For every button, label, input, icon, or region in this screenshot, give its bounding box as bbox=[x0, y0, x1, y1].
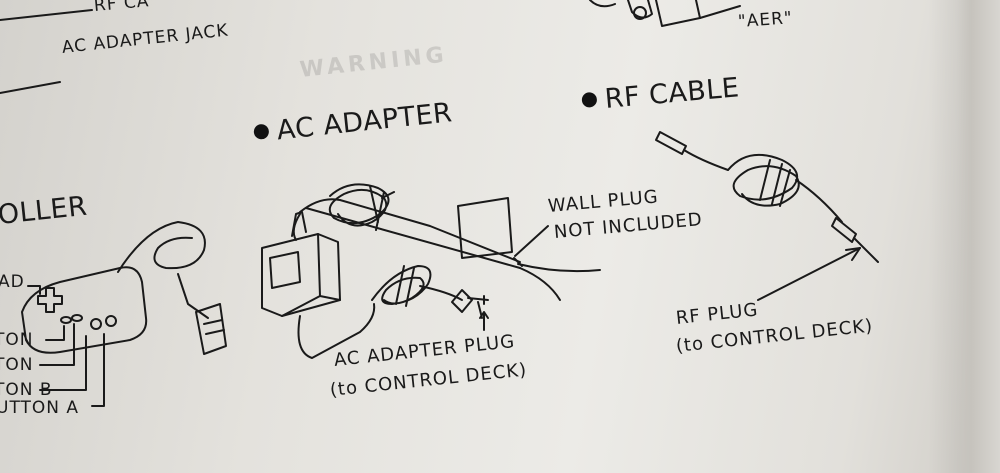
bullet-icon bbox=[253, 123, 270, 140]
controller-part-label: AD bbox=[0, 272, 25, 292]
ac-adapter-drawing bbox=[261, 183, 601, 359]
controller-part-label: UTTON A bbox=[0, 398, 80, 418]
controller-drawing bbox=[21, 221, 227, 407]
controller-part-label: TON B bbox=[0, 380, 53, 400]
controller-part-label: TON bbox=[0, 330, 34, 350]
aer-box-drawing bbox=[589, 0, 741, 27]
rf-cable-drawing bbox=[479, 131, 879, 331]
ac-adapter-jack-leader-line bbox=[0, 81, 61, 94]
page-fold-shadow bbox=[928, 0, 1000, 473]
rf-cable-leader-line bbox=[0, 9, 93, 21]
bullet-icon bbox=[581, 91, 598, 108]
aer-label: "AER" bbox=[737, 8, 794, 32]
controller-part-label: TON bbox=[0, 355, 34, 375]
